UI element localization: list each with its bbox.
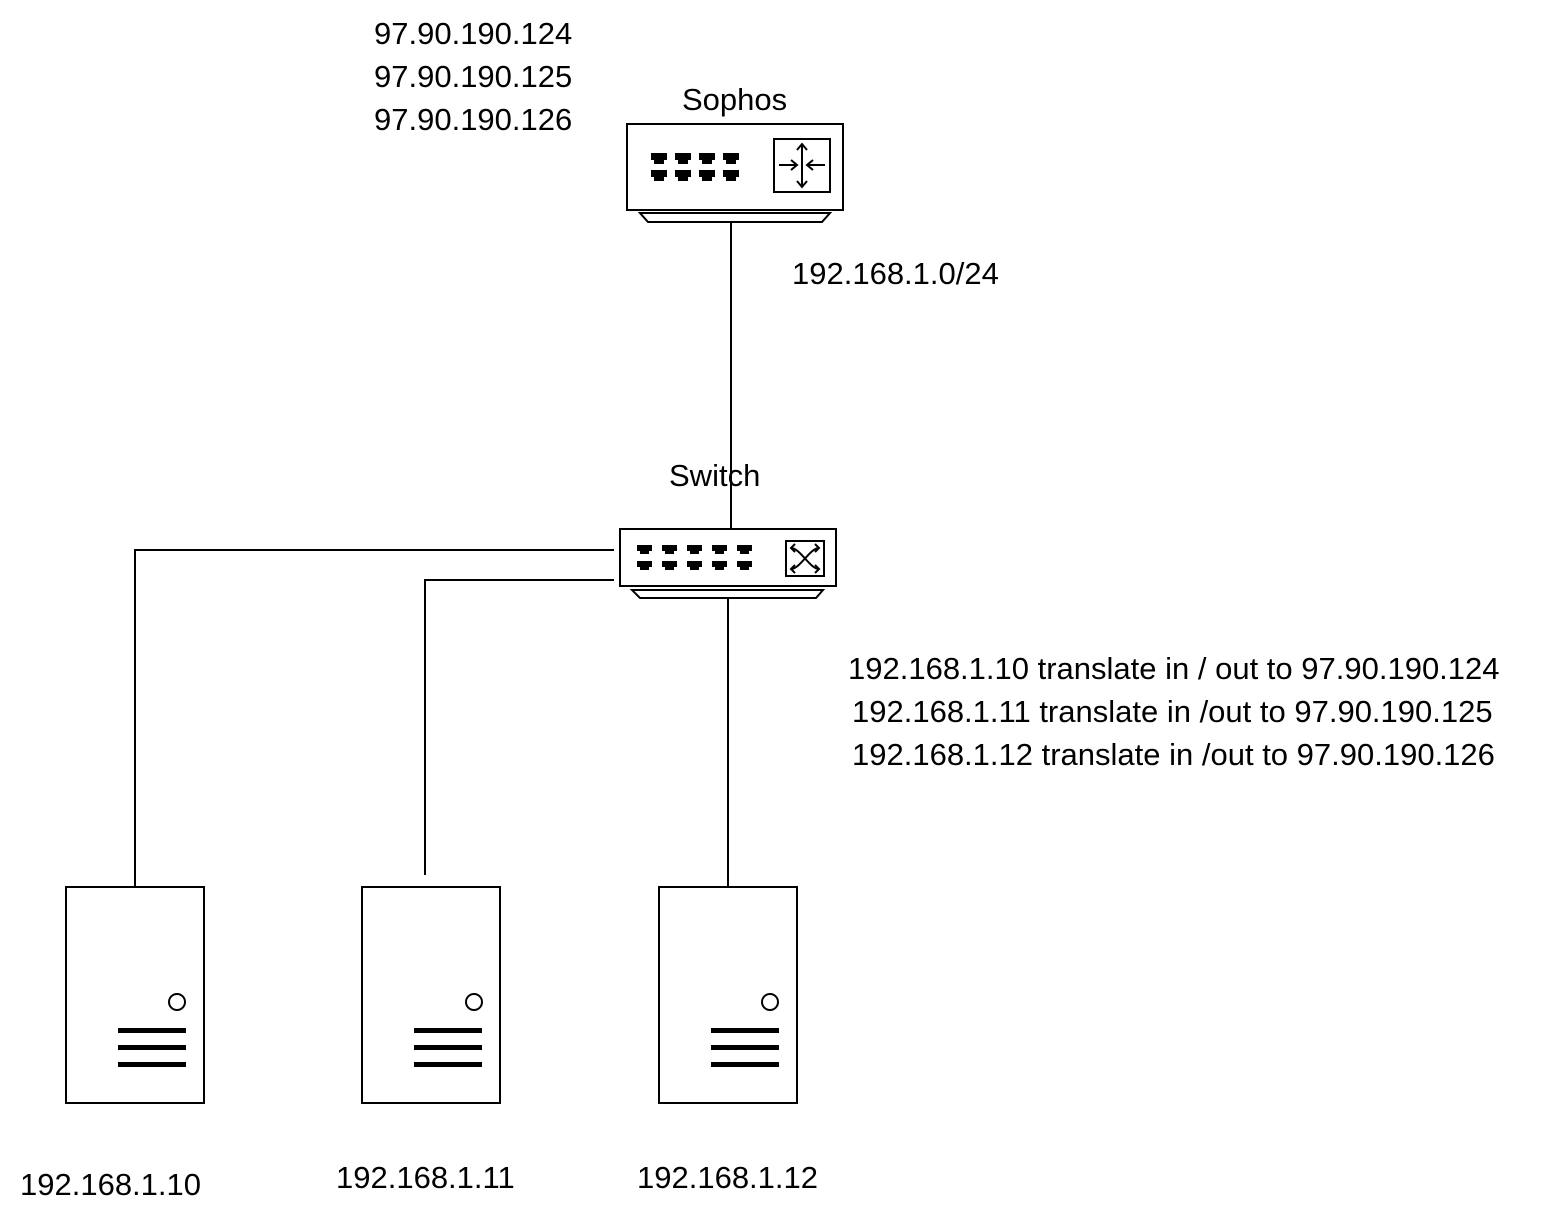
server-label-3: 192.168.1.12: [637, 1160, 818, 1195]
public-ip-3: 97.90.190.126: [374, 102, 572, 137]
switch-server-1-link: [134, 549, 614, 887]
nat-rule-1: 192.168.1.10 translate in / out to 97.90…: [848, 651, 1500, 686]
switch-label: Switch: [669, 458, 760, 493]
public-ip-1: 97.90.190.124: [374, 16, 572, 51]
firewall-label: Sophos: [682, 82, 787, 117]
subnet-label: 192.168.1.0/24: [792, 256, 999, 291]
public-ip-2: 97.90.190.125: [374, 59, 572, 94]
switch-icon: [619, 528, 837, 599]
router-ports: [651, 153, 739, 181]
public-ip-list: 97.90.190.124 97.90.190.125 97.90.190.12…: [374, 16, 572, 137]
switch-server-2-link: [424, 579, 614, 875]
router-icon: [626, 123, 844, 223]
switch-ports: [637, 545, 752, 570]
server-icon: [658, 886, 798, 1104]
server-label-1: 192.168.1.10: [20, 1167, 201, 1202]
server-label-2: 192.168.1.11: [336, 1160, 515, 1195]
nat-rules: 192.168.1.10 translate in / out to 97.90…: [848, 651, 1500, 772]
nat-rule-2: 192.168.1.11 translate in /out to 97.90.…: [852, 694, 1493, 729]
server-icon: [65, 886, 205, 1104]
server-icon: [361, 886, 501, 1104]
nat-rule-3: 192.168.1.12 translate in /out to 97.90.…: [852, 737, 1495, 772]
